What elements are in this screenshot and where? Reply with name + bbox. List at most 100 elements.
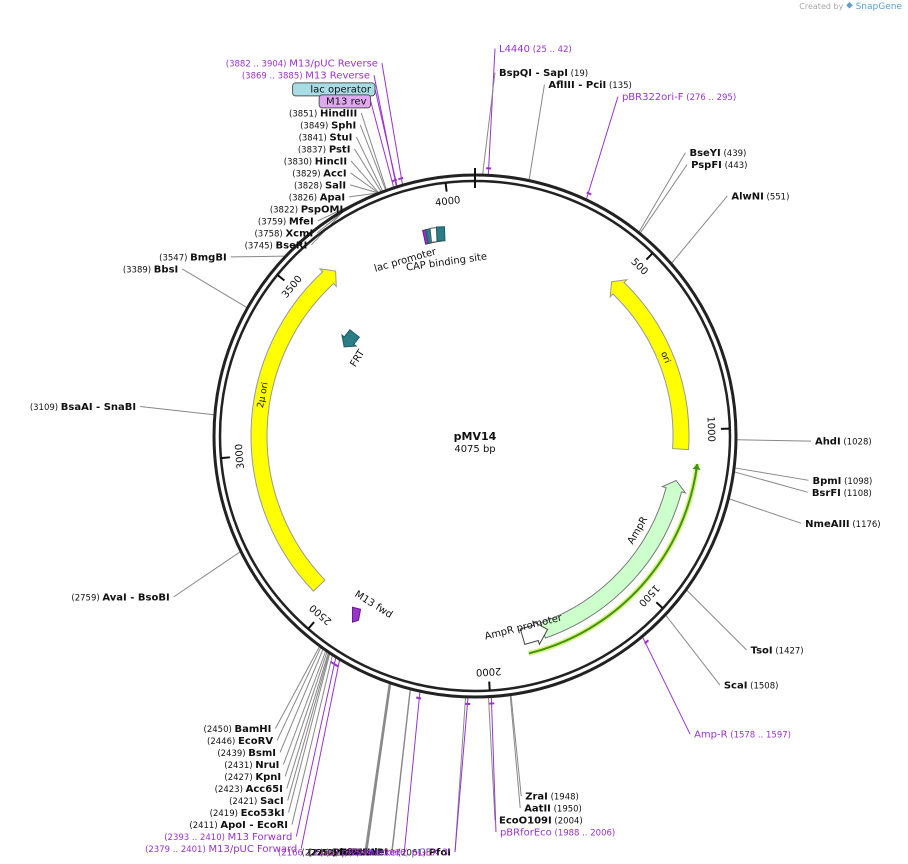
enzyme-name: NmeAIII: [805, 519, 849, 530]
enzyme-position: (3109): [30, 403, 61, 413]
enzyme-position: (3389): [123, 265, 154, 275]
feature-ampr-promoter-arrow: [519, 620, 549, 646]
label-line-bspqi: [482, 72, 496, 175]
enzyme-label-bsrfi: BsrFI (1108): [812, 488, 872, 499]
label-line-l4440: [487, 48, 496, 175]
enzyme-label-pspomi: (3822) PspOMI: [270, 204, 343, 215]
enzyme-position: (3830): [284, 157, 315, 167]
boxed-label-lac-operator: lac operator: [310, 84, 371, 95]
enzyme-label-kpni: (2427) KpnI: [224, 772, 281, 783]
enzyme-name: PstI: [329, 144, 351, 155]
label-line-bmgbi: [230, 255, 285, 258]
primer-label-pgex-3: (2044 .. 2066) pGEX 3': [348, 848, 451, 859]
enzyme-label-pspfi: PspFI (443): [691, 160, 747, 171]
label-line-acci: [350, 172, 379, 194]
enzyme-label-sphi: (3849) SphI: [300, 120, 356, 131]
enzyme-position: (3837): [298, 145, 329, 155]
primer-name: pBR322ori-F: [622, 92, 684, 103]
enzyme-label-xcmi: (3758) XcmI: [254, 228, 313, 239]
label-line-avai: [173, 551, 241, 598]
enzyme-position: (443): [722, 161, 748, 171]
enzyme-name: HindIII: [320, 108, 357, 119]
label-line-prs-marker: [403, 692, 421, 853]
primer-name: M13/pUC Reverse: [289, 59, 378, 70]
enzyme-name: AccI: [323, 168, 346, 179]
enzyme-label-bamhi: (2450) BamHI: [204, 724, 272, 735]
enzyme-label-pfoi: (2061) PfoI: [398, 848, 451, 859]
enzyme-position: (3759): [258, 217, 289, 227]
cap-binding-block: [435, 226, 446, 242]
enzyme-name: XcmI: [285, 228, 313, 239]
enzyme-position: (19): [568, 69, 588, 79]
label-line-pluti: [364, 683, 390, 853]
tick-label-4000: 4000: [435, 195, 462, 209]
label-line-m13-puc-forward: [300, 660, 340, 849]
enzyme-position: (3826): [289, 193, 320, 203]
enzyme-label-bspqi: BspQI - SapI (19): [499, 68, 588, 79]
primer-name: pGEX 3': [411, 848, 451, 859]
label-line-bpmi: [734, 467, 809, 481]
tick-2500: [307, 621, 315, 630]
enzyme-name: BamHI: [235, 724, 272, 735]
enzyme-name: SphI: [331, 120, 356, 131]
enzyme-position: (3851): [289, 109, 320, 119]
enzyme-position: (1176): [850, 520, 881, 530]
enzyme-label-tsoi: TsoI (1427): [751, 646, 804, 657]
label-line-pbr322ori-f: [585, 96, 619, 200]
tick-label-2500: 2500: [308, 602, 334, 627]
label-line-psti: [354, 148, 382, 192]
created-by-text: Created by: [799, 2, 844, 11]
enzyme-position: (3829): [292, 169, 323, 179]
plasmid-name: pMV14: [454, 430, 497, 443]
enzyme-label-pluti: (2254) PluTI: [302, 848, 361, 859]
enzyme-position: (3849): [300, 121, 331, 131]
primer-range: (2044 .. 2066): [348, 849, 411, 859]
label-line-bsmi: [279, 649, 324, 753]
tick-1500: [655, 601, 664, 610]
enzyme-label-nrui: (2431) NruI: [224, 760, 279, 771]
label-line-scai: [665, 615, 721, 686]
enzyme-label-acci: (3829) AccI: [292, 168, 346, 179]
enzyme-name: BsrFI: [812, 488, 841, 499]
enzyme-position: (2431): [224, 761, 255, 771]
feature-arrows: [250, 226, 701, 656]
enzyme-suffix: - SapI: [532, 68, 568, 79]
enzyme-label-aatii: AatII (1950): [524, 804, 582, 815]
primer-label-m13-puc-forward: (2379 .. 2401) M13/pUC Forward: [145, 844, 297, 855]
enzyme-name: AvaI: [102, 592, 126, 603]
snapgene-app-name: SnapGene: [855, 2, 902, 12]
label-line-ahdi: [736, 439, 811, 442]
enzyme-name: BseRI: [276, 240, 308, 251]
tick-4000: [444, 182, 448, 192]
enzyme-name: NruI: [255, 760, 279, 771]
enzyme-name: EcoO109I: [499, 816, 552, 827]
tick-label-3000: 3000: [234, 443, 247, 469]
enzyme-suffix: - EcoRI: [246, 820, 288, 831]
enzyme-position: (2411): [189, 821, 220, 831]
primer-name: pRS-marker: [341, 848, 401, 859]
tick-3500: [276, 274, 286, 282]
enzyme-label-afliii: AflIII - PciI (135): [548, 80, 631, 91]
label-line-aatii: [509, 695, 521, 809]
tick-label-2000: 2000: [476, 665, 502, 677]
primer-label-m13-forward: (2393 .. 2410) M13 Forward: [164, 832, 292, 843]
enzyme-label-ahdi: AhdI (1028): [815, 437, 872, 448]
enzyme-label-apai: (3826) ApaI: [289, 192, 345, 203]
enzyme-name: ApaI: [320, 192, 345, 203]
enzyme-name: TsoI: [751, 646, 773, 657]
primer-range: (276 .. 295): [684, 93, 737, 103]
enzyme-label-bmgbi: (3547) BmgBI: [159, 252, 227, 263]
enzyme-position: (1427): [773, 647, 804, 657]
enzyme-label-bstapi: (2200) BstAPI: [320, 848, 388, 859]
primer-mark-m13-puc-reverse: [398, 176, 404, 181]
label-line-afliii: [528, 84, 545, 180]
enzyme-position: (1508): [747, 681, 778, 691]
enzyme-label-eco53ki: (2419) Eco53kI: [210, 808, 285, 819]
label-line-m13-puc-reverse: [381, 63, 403, 185]
label-line-bsaai: [140, 405, 214, 416]
enzyme-name: MfeI: [289, 216, 314, 227]
enzyme-position: (2200): [320, 849, 351, 859]
plasmid-backbone: [212, 168, 738, 699]
enzyme-name: BsmI: [248, 748, 276, 759]
enzyme-position: (1950): [551, 805, 582, 815]
